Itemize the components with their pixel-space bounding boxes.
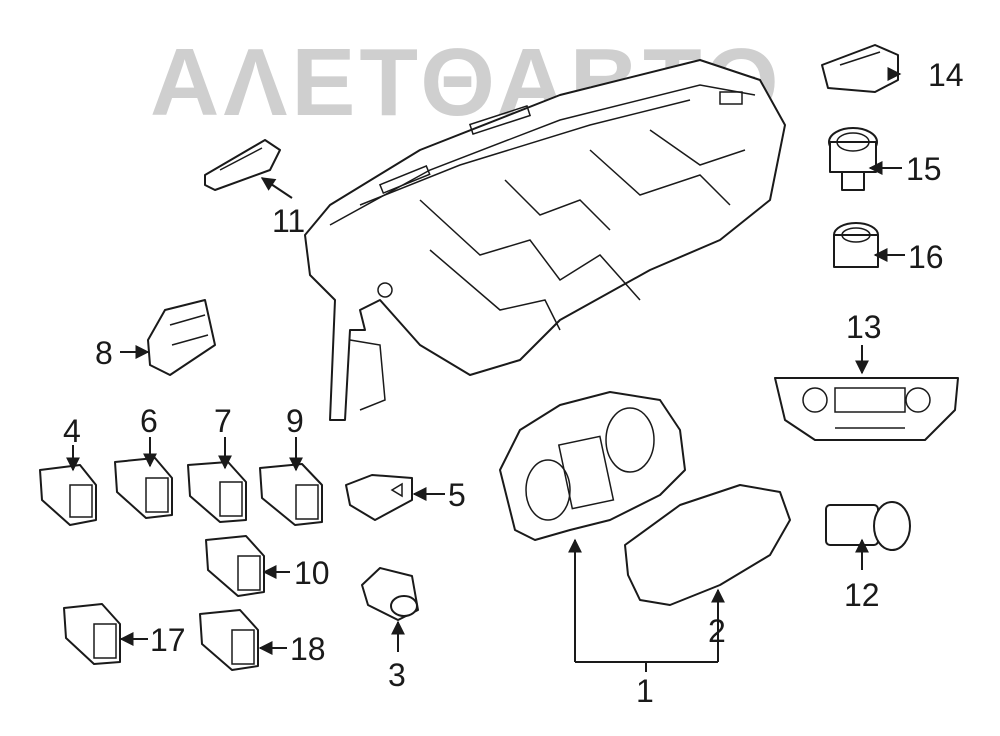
part-14-switch — [821, 44, 899, 93]
callout-5: 5 — [448, 477, 466, 513]
part-8-switch-panel — [147, 299, 216, 376]
callout-7: 7 — [214, 403, 232, 439]
callout-13: 13 — [846, 309, 882, 345]
part-12-switch — [825, 501, 911, 551]
callout-11: 11 — [272, 203, 305, 239]
callout-labels: 1 2 3 4 5 6 7 8 9 10 11 12 13 14 15 16 1… — [63, 57, 964, 709]
part-2-lens — [624, 484, 791, 606]
callout-15: 15 — [906, 151, 942, 187]
callout-2: 2 — [708, 613, 726, 649]
callout-9: 9 — [286, 403, 304, 439]
callout-10: 10 — [294, 555, 330, 591]
part-13-climate-panel — [774, 377, 959, 441]
callout-17: 17 — [150, 622, 186, 658]
part-17-switch — [63, 603, 121, 665]
callout-4: 4 — [63, 413, 81, 449]
part-6-switch — [114, 457, 173, 519]
instrument-panel — [304, 59, 786, 421]
callout-16: 16 — [908, 239, 944, 275]
part-1-meter-cluster — [499, 391, 686, 541]
part-11-sensor — [204, 139, 281, 191]
part-5-switch — [345, 474, 413, 521]
part-15-start-button — [828, 127, 878, 191]
part-7-switch — [187, 461, 247, 523]
leader-lines — [66, 67, 905, 672]
part-16-button — [833, 222, 879, 268]
callout-18: 18 — [290, 631, 326, 667]
part-9-switch — [259, 463, 323, 526]
callout-8: 8 — [95, 335, 113, 371]
callout-3: 3 — [388, 657, 406, 693]
callout-1: 1 — [636, 673, 654, 709]
callout-6: 6 — [140, 403, 158, 439]
part-18-switch — [199, 609, 259, 671]
part-4-switch — [39, 464, 97, 526]
part-3-knob — [361, 567, 419, 621]
part-10-switch — [205, 535, 265, 597]
callout-12: 12 — [844, 577, 880, 613]
callout-14: 14 — [928, 57, 964, 93]
